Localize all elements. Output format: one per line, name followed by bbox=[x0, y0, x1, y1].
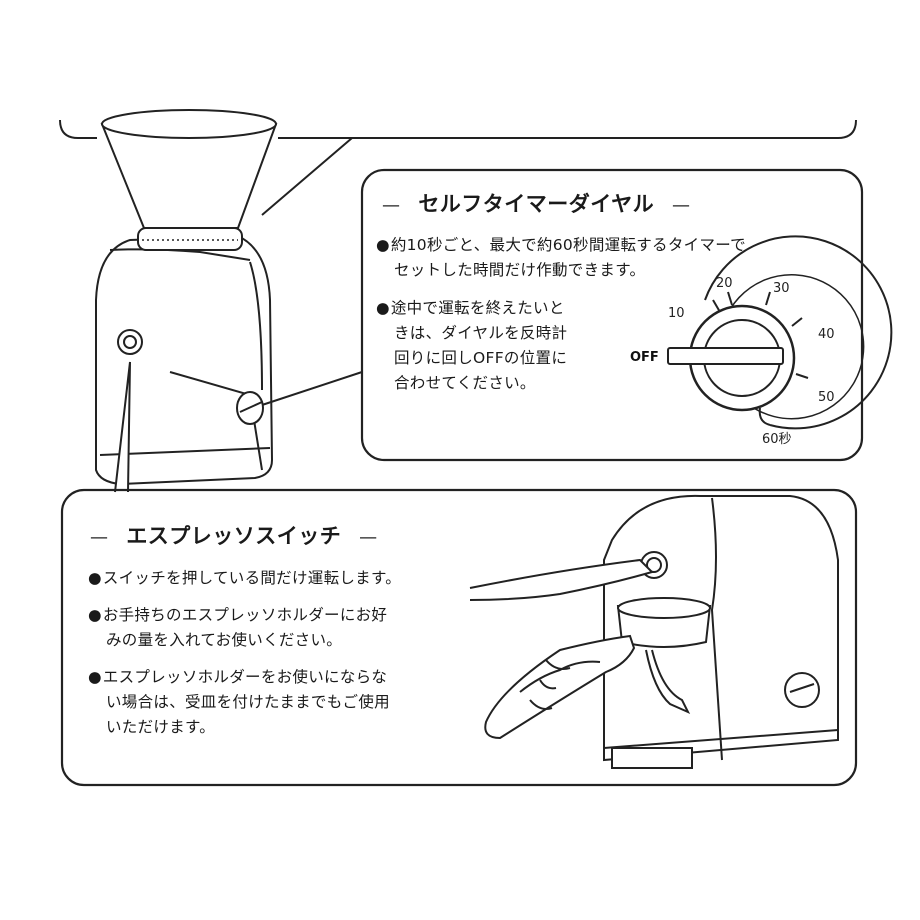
top-callout-frame bbox=[59, 119, 857, 216]
dial-label-50: 50 bbox=[818, 390, 835, 405]
espresso-bullet-1-line-1: スイッチを押している間だけ運転します。 bbox=[102, 569, 402, 587]
timer-bullet-1-line-2: セットした時間だけ作動できます。 bbox=[394, 261, 646, 279]
timer-heading-text: セルフタイマーダイヤル bbox=[418, 192, 655, 216]
bullet-mark: ● bbox=[88, 606, 102, 624]
espresso-heading-text: エスプレッソスイッチ bbox=[126, 524, 342, 548]
heading-dash-left: — bbox=[90, 527, 109, 548]
timer-bullet-2-line-1: 途中で運転を終えたいと bbox=[390, 299, 565, 317]
espresso-heading: — エスプレッソスイッチ — bbox=[90, 520, 378, 550]
dial-label-30: 30 bbox=[773, 281, 790, 296]
timer-bullet-2-line-4: 合わせてください。 bbox=[394, 374, 536, 392]
heading-dash-right: — bbox=[672, 195, 691, 216]
espresso-bullet-3-line-1: エスプレッソホルダーをお使いにならな bbox=[102, 668, 388, 686]
bullet-mark: ● bbox=[88, 569, 102, 587]
espresso-panel-frame bbox=[60, 488, 858, 787]
bullet-mark: ● bbox=[376, 236, 390, 254]
espresso-bullet-3: ●エスプレッソホルダーをお使いにならな い場合は、受皿を付けたままでもご使用 い… bbox=[88, 665, 390, 740]
heading-dash-right: — bbox=[359, 527, 378, 548]
espresso-callout-pointer bbox=[114, 361, 131, 493]
espresso-bullet-1: ●スイッチを押している間だけ運転します。 bbox=[88, 566, 401, 591]
timer-dial-illustration bbox=[667, 235, 893, 430]
grinder-illustration bbox=[95, 109, 278, 486]
espresso-bullet-2-line-2: みの量を入れてお使いください。 bbox=[106, 631, 343, 649]
dial-label-20: 20 bbox=[716, 276, 733, 291]
dial-label-60: 60秒 bbox=[762, 432, 792, 447]
timer-bullet-1-line-1: 約10秒ごと、最大で約60秒間運転するタイマーで bbox=[390, 236, 746, 254]
espresso-bullet-3-line-2: い場合は、受皿を付けたままでもご使用 bbox=[106, 693, 390, 711]
heading-dash-left: — bbox=[382, 195, 401, 216]
timer-bullet-1: ●約10秒ごと、最大で約60秒間運転するタイマーで セットした時間だけ作動できま… bbox=[376, 233, 746, 283]
timer-bullet-2: ●途中で運転を終えたいと きは、ダイヤルを反時計 回りに回しOFFの位置に 合わ… bbox=[376, 296, 567, 396]
bullet-mark: ● bbox=[376, 299, 390, 317]
timer-bullet-2-line-3: 回りに回しOFFの位置に bbox=[394, 349, 568, 367]
espresso-bullet-2: ●お手持ちのエスプレッソホルダーにお好 みの量を入れてお使いください。 bbox=[88, 603, 387, 653]
timer-callout-pointer bbox=[261, 371, 363, 406]
bullet-mark: ● bbox=[88, 668, 102, 686]
dial-label-40: 40 bbox=[818, 327, 835, 342]
dial-label-off: OFF bbox=[630, 350, 659, 365]
dial-label-10: 10 bbox=[668, 306, 685, 321]
espresso-illustration bbox=[469, 494, 839, 769]
timer-bullet-2-line-2: きは、ダイヤルを反時計 bbox=[394, 324, 568, 342]
espresso-bullet-2-line-1: お手持ちのエスプレッソホルダーにお好 bbox=[102, 606, 388, 624]
espresso-bullet-3-line-3: いただけます。 bbox=[106, 718, 216, 736]
timer-heading: — セルフタイマーダイヤル — bbox=[382, 188, 691, 218]
